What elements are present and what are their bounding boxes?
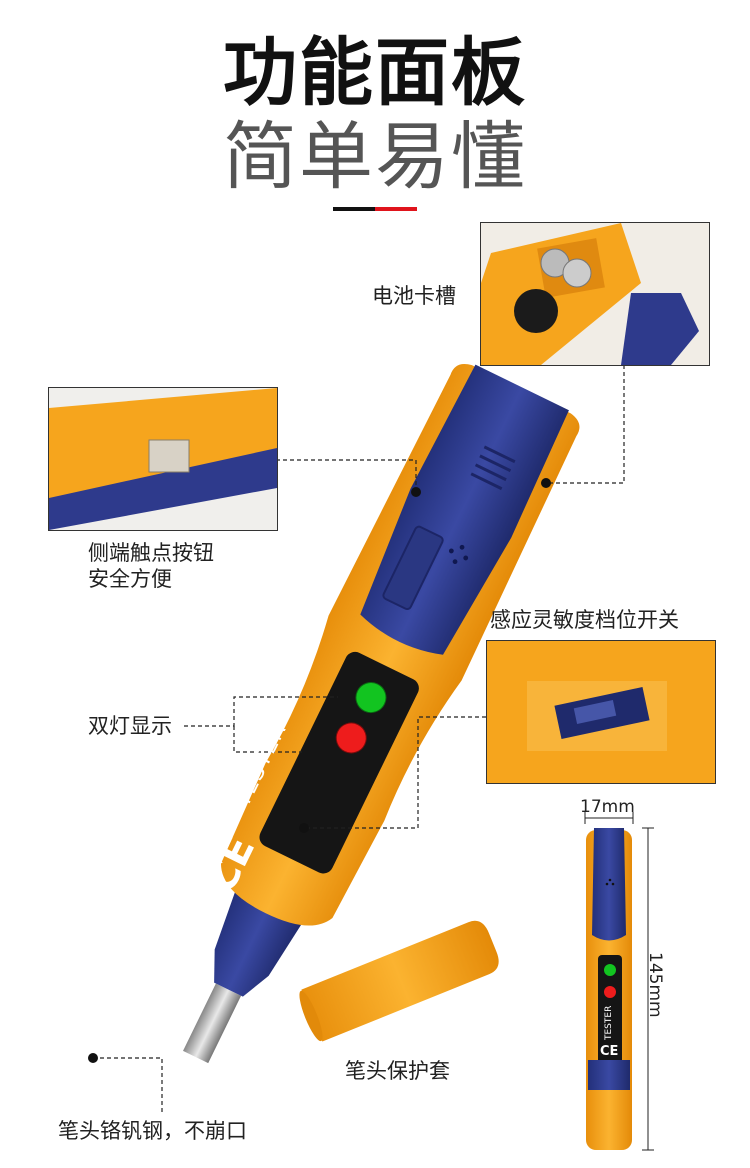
small-brand-text: TESTER: [604, 1005, 614, 1040]
callout-leaders: [93, 365, 625, 1115]
label-side-button-line1: 侧端触点按钮: [88, 541, 214, 565]
pen-main: [183, 363, 580, 1064]
green-light: [355, 682, 387, 714]
headline-primary: 功能面板: [223, 30, 527, 116]
label-battery-slot: 电池卡槽: [372, 284, 456, 308]
small-ce-mark: CE: [600, 1044, 619, 1059]
inset-side-button: [48, 387, 278, 531]
label-tip-cap: 笔头保护套: [345, 1059, 450, 1083]
divider-red: [375, 207, 417, 211]
label-tip-material: 笔头铬钒钢，不崩口: [58, 1119, 247, 1143]
headline-secondary: 简单易懂: [223, 114, 527, 200]
inset-battery-slot: [480, 222, 710, 366]
dimension-width: 17mm: [580, 797, 635, 817]
dimension-lines: [584, 812, 654, 1151]
label-sensitivity-switch: 感应灵敏度档位开关: [490, 608, 679, 632]
tip-cap: [299, 920, 499, 1042]
label-dual-light: 双灯显示: [88, 714, 172, 738]
red-light: [335, 722, 367, 754]
dimension-pen: [586, 828, 632, 1150]
dimension-length: 145mm: [645, 952, 665, 1018]
divider-black: [333, 207, 375, 211]
label-side-button-line2: 安全方便: [88, 567, 172, 591]
pen-metal-tip: [183, 983, 242, 1064]
inset-sensitivity-switch: [486, 640, 716, 784]
